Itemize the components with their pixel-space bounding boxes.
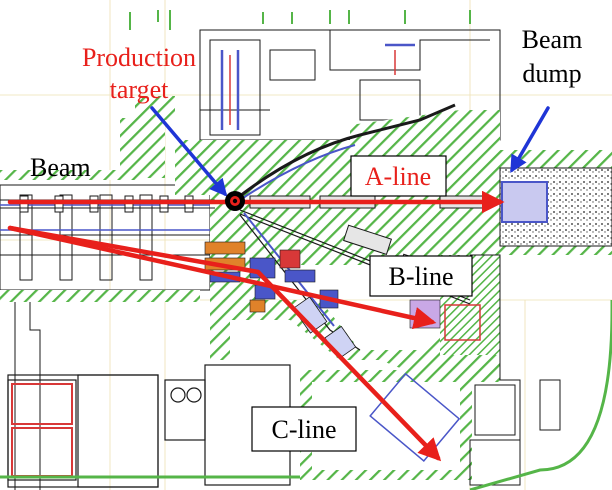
c-line-label: C-line — [272, 415, 337, 444]
pointer-arrow-target — [150, 106, 228, 197]
b-line-label-box — [369, 255, 473, 297]
beam-label: Beam — [30, 153, 91, 182]
production-target-label-line2: target — [110, 75, 169, 104]
b-line-label: B-line — [389, 262, 454, 291]
c-line-label-box — [251, 406, 357, 452]
beam-dump-label-line1: Beam — [522, 25, 583, 54]
beam-arrows — [7, 190, 505, 462]
a-line-label: A-line — [365, 162, 431, 191]
label-boxes — [251, 155, 473, 452]
production-target-label-line1: Production — [82, 43, 196, 72]
beam-dump-label-line2: dump — [522, 59, 581, 88]
beam-arrow-c-line — [255, 269, 442, 462]
beam-arrow-incoming-branch — [7, 225, 261, 275]
production-target-marker — [225, 191, 245, 211]
a-line-label-box — [350, 155, 447, 197]
pointer-arrows — [150, 106, 550, 197]
pointer-arrow-beam-dump — [510, 106, 550, 174]
beam-arrow-b-line — [7, 225, 437, 330]
